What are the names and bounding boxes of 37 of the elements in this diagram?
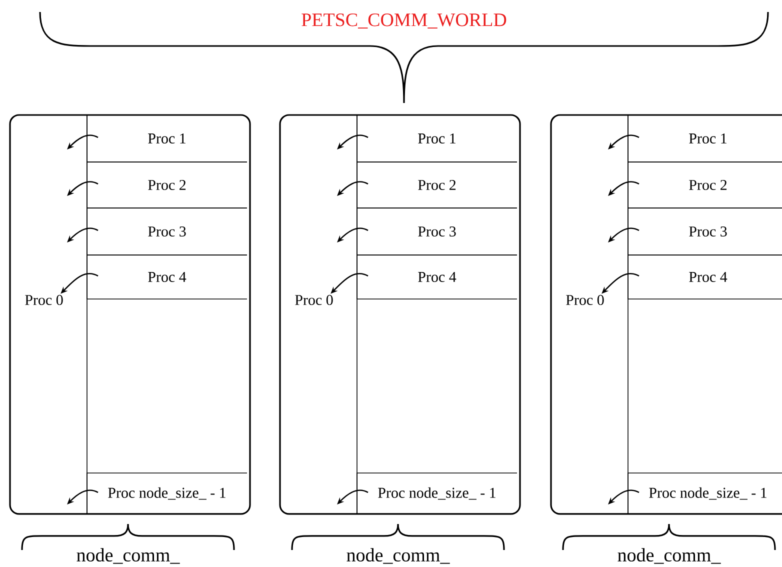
curved-arrow	[337, 134, 368, 150]
brace-label: node_comm_	[346, 548, 450, 564]
curved-arrow	[608, 181, 640, 196]
curved-arrow	[337, 181, 368, 196]
process-label: Proc 0	[566, 294, 604, 306]
process-cell: Proc 1	[356, 114, 518, 162]
curved-arrow	[608, 228, 640, 242]
curved-arrow	[67, 490, 98, 504]
curved-arrow	[67, 134, 98, 150]
node-box	[9, 114, 251, 515]
process-cell: Proc 3	[86, 208, 248, 256]
process-cell: Proc 1	[628, 114, 782, 162]
process-cell: Proc 2	[356, 162, 518, 208]
node-box	[550, 114, 782, 515]
process-cell: Proc node_size_ - 1	[628, 472, 782, 514]
curved-arrow	[67, 228, 98, 242]
curved-arrow	[67, 181, 98, 196]
process-label: Proc 0	[295, 294, 333, 306]
process-cell: Proc 4	[356, 254, 518, 300]
curved-arrow	[337, 490, 368, 504]
process-cell: Proc 1	[86, 114, 248, 162]
curved-arrow	[608, 490, 640, 504]
process-cell: Proc 4	[628, 254, 782, 300]
curved-arrow	[337, 228, 368, 242]
brace-label: node_comm_	[618, 548, 721, 564]
brace-label: node_comm_	[76, 548, 180, 564]
process-cell: Proc 3	[628, 208, 782, 256]
brace-label: PETSC_COMM_WORLD	[302, 13, 506, 28]
process-label: Proc 0	[25, 294, 63, 306]
process-cell: Proc 4	[86, 254, 248, 300]
node-box	[279, 114, 521, 515]
process-cell: Proc node_size_ - 1	[356, 472, 518, 514]
curved-arrow	[608, 134, 640, 150]
process-cell: Proc node_size_ - 1	[86, 472, 248, 514]
process-cell: Proc 3	[356, 208, 518, 256]
process-cell: Proc 2	[628, 162, 782, 208]
process-cell: Proc 2	[86, 162, 248, 208]
